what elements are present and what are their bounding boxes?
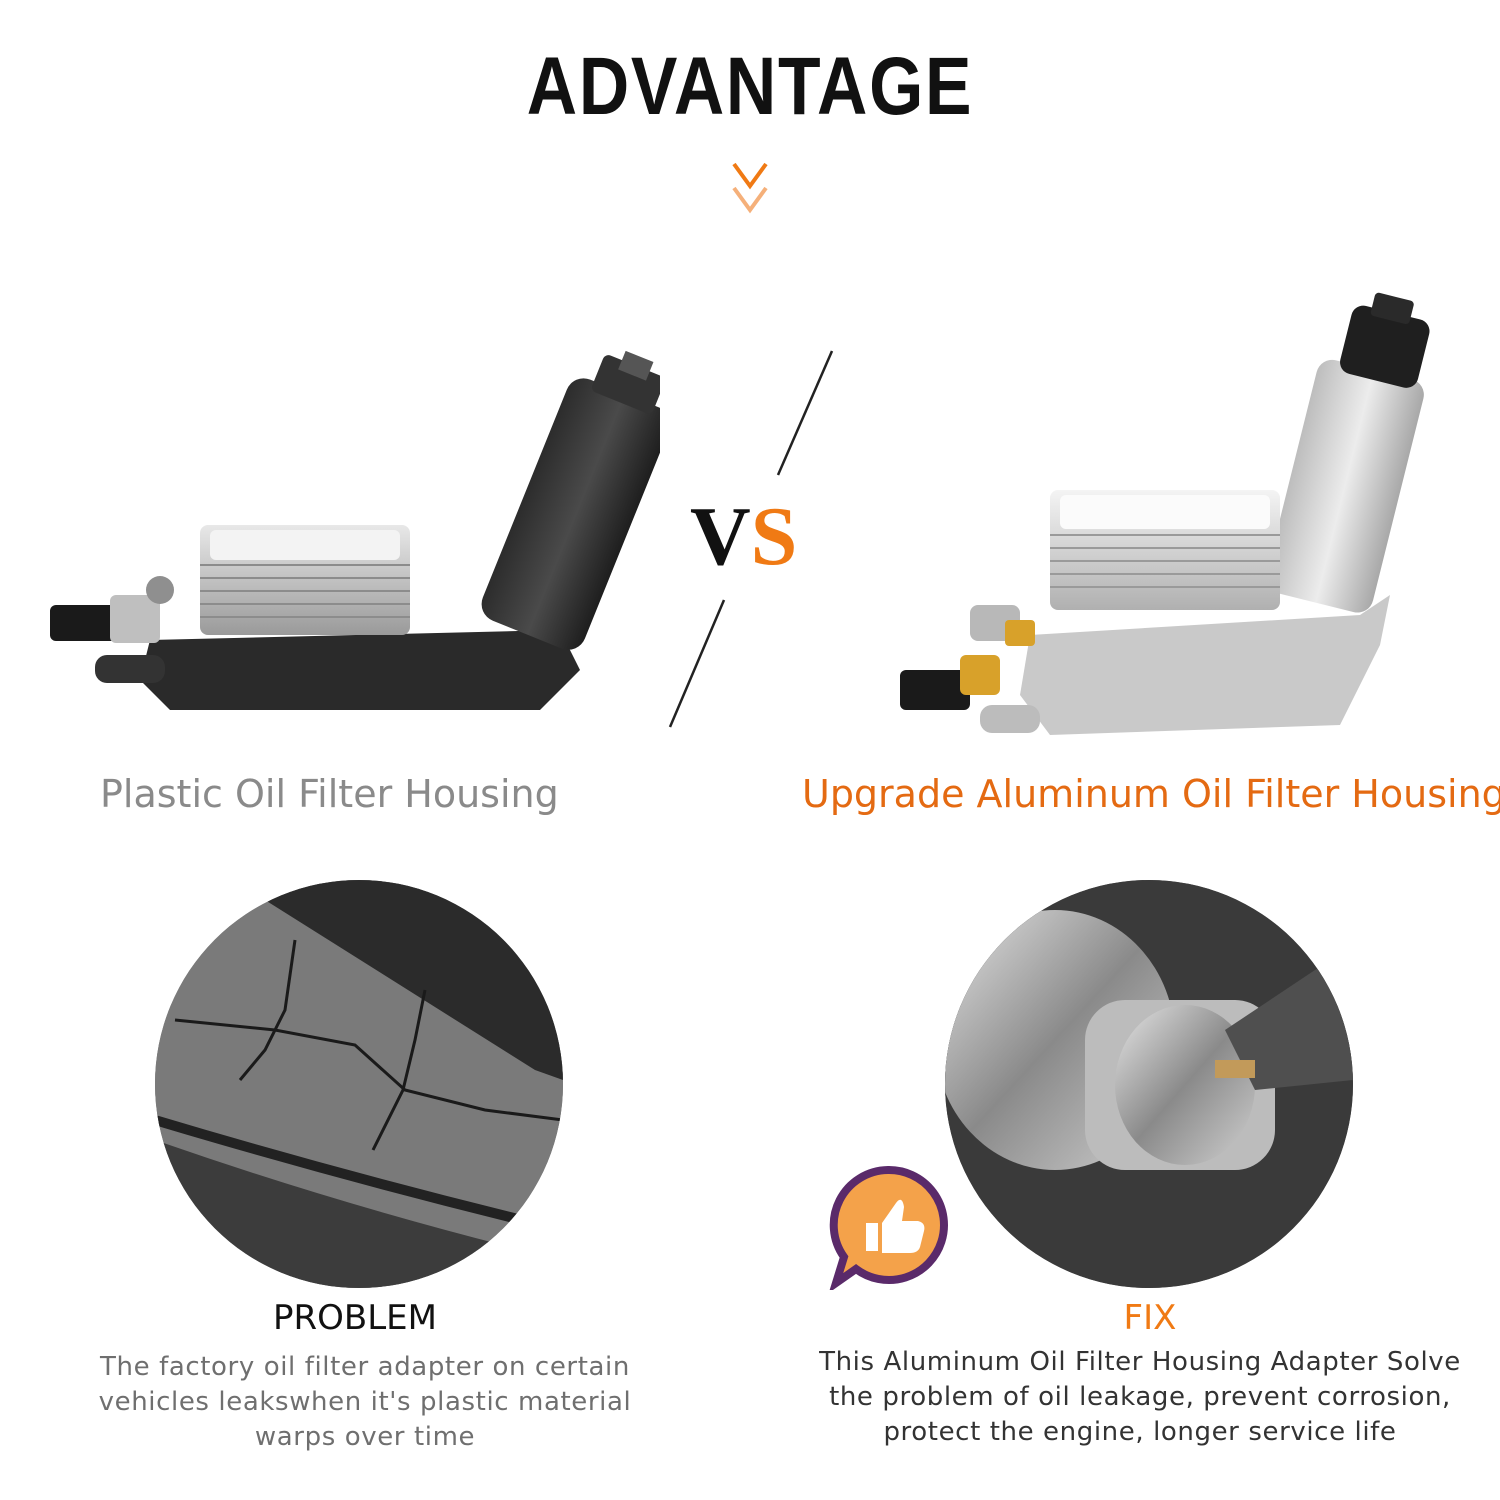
vs-label: VS (690, 490, 798, 583)
fix-heading: FIX (1123, 1298, 1177, 1338)
divider-line (668, 350, 834, 728)
problem-heading: PROBLEM (273, 1298, 437, 1338)
fix-description: This Aluminum Oil Filter Housing Adapter… (819, 1347, 1461, 1447)
chevron-down-icon (732, 162, 768, 214)
cracked-plastic-image (155, 880, 563, 1288)
aluminum-housing-image (900, 292, 1430, 735)
machined-aluminum-image (945, 880, 1353, 1288)
thumbs-up-icon (829, 1165, 948, 1290)
plastic-caption: Plastic Oil Filter Housing (100, 772, 559, 816)
plastic-housing-image (50, 350, 660, 710)
page-title: ADVANTAGE (526, 41, 974, 132)
aluminum-caption: Upgrade Aluminum Oil Filter Housing (802, 772, 1500, 816)
problem-description: The factory oil filter adapter on certai… (98, 1352, 632, 1452)
